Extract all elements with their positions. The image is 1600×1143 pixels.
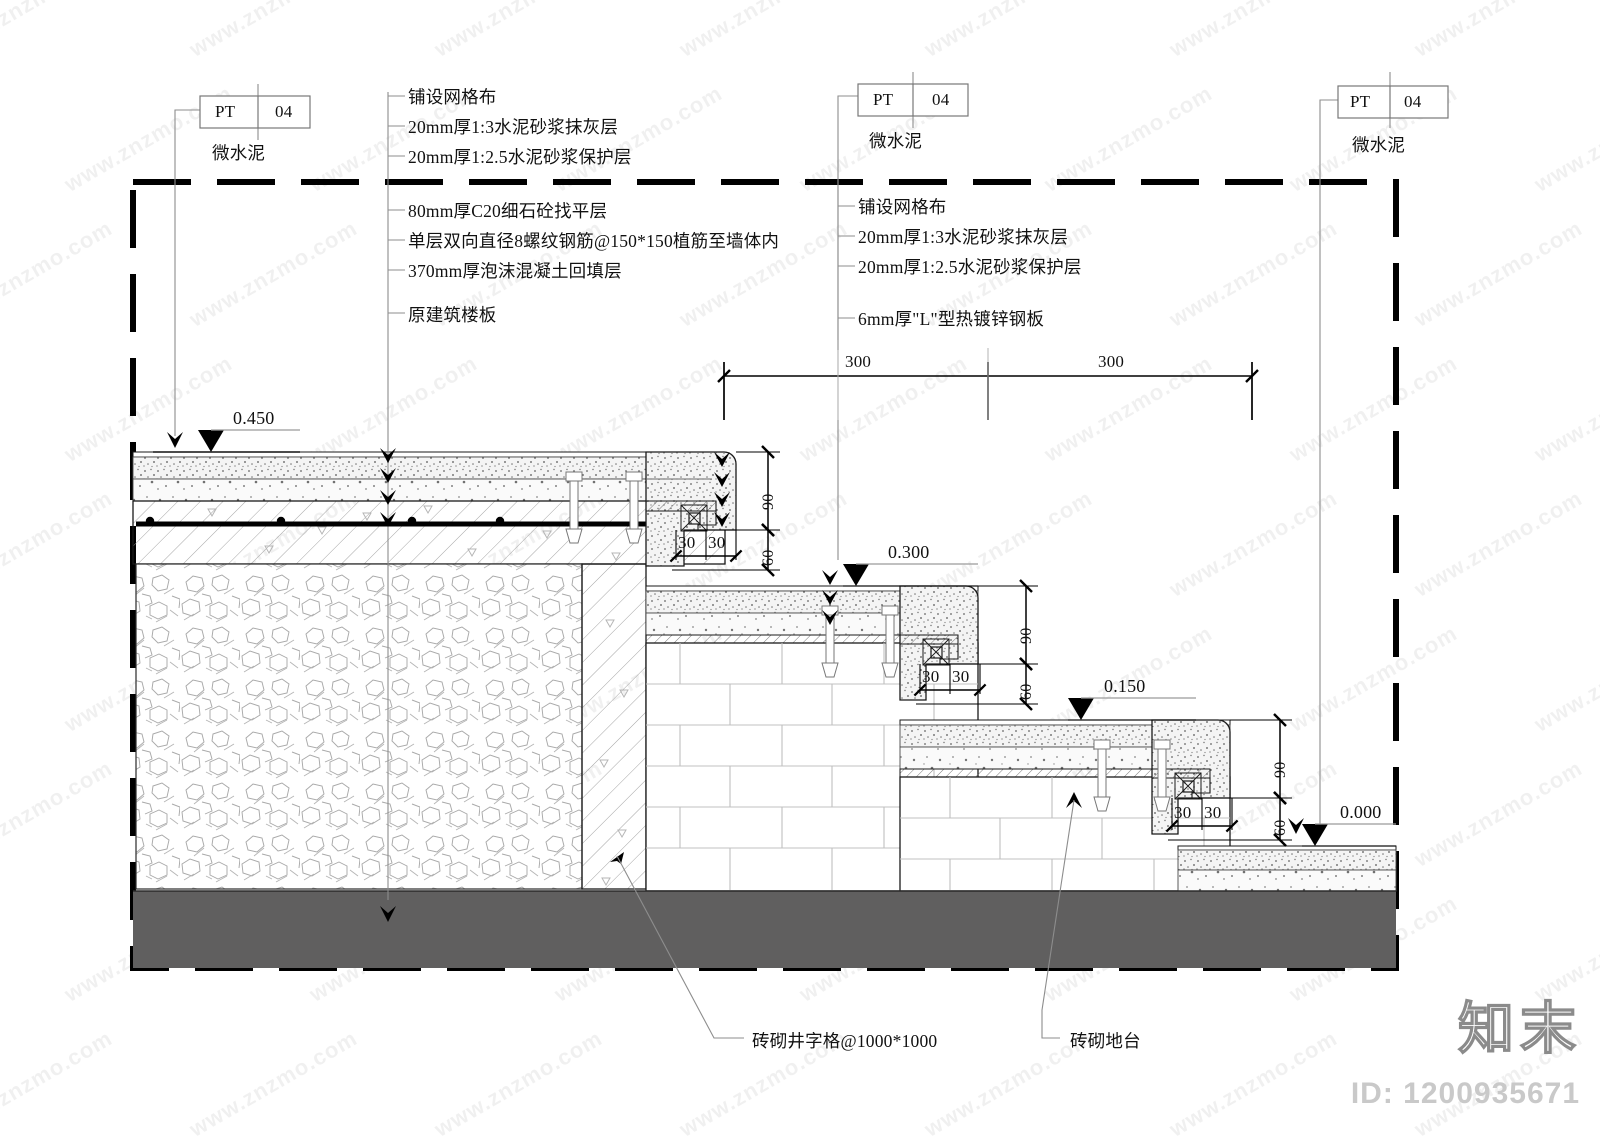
dim-30a-2: 30: [922, 667, 940, 686]
material-tag-num-1: 04: [275, 102, 293, 121]
riser-dimensions: [669, 445, 1292, 847]
existing-structural-slab: [133, 890, 1396, 968]
note-step-line-1: 铺设网格布: [858, 197, 947, 217]
material-tag-code-1: PT: [215, 102, 236, 121]
drawing-id-watermark: ID: 1200935671: [1350, 1077, 1580, 1110]
elevation-markers: [153, 429, 1396, 847]
note-left-line-5: 单层双向直径8螺纹钢筋@150*150植筋至墙体内: [408, 231, 780, 251]
note-step-line-4: 6mm厚"L"型热镀锌钢板: [858, 309, 1045, 329]
note-left-line-4: 80mm厚C20细石砼找平层: [408, 201, 608, 221]
dim-30b-1: 30: [708, 533, 726, 552]
material-tag-caption-1: 微水泥: [212, 143, 266, 163]
note-left-line-3: 20mm厚1:2.5水泥砂浆保护层: [408, 147, 632, 167]
dim-30b-3: 30: [1204, 803, 1222, 822]
dim-nose-2: 60: [1018, 683, 1035, 700]
material-tag-boxes: [199, 83, 1449, 129]
site-brand-watermark: 知末: [1457, 996, 1582, 1060]
note-left-line-2: 20mm厚1:3水泥砂浆抹灰层: [408, 117, 619, 137]
material-tag-caption-3: 微水泥: [1352, 135, 1406, 155]
upper-floor-assembly: [132, 451, 726, 890]
material-tag-code-2: PT: [873, 90, 894, 109]
dim-nose-3: 60: [1272, 819, 1289, 836]
dim-riser-3: 90: [1272, 761, 1289, 778]
material-tag-num-2: 04: [932, 90, 950, 109]
dim-riser-2: 90: [1018, 627, 1035, 644]
dim-riser-1: 90: [760, 493, 777, 510]
elevation-0150: 0.150: [1104, 676, 1146, 696]
leader-lines: [174, 72, 1391, 900]
bottom-label-brick-platform: 砖砌地台: [1070, 1031, 1141, 1051]
note-left-line-7: 原建筑楼板: [408, 305, 497, 325]
dim-30a-1: 30: [678, 533, 696, 552]
elevation-0000: 0.000: [1340, 802, 1382, 822]
material-tag-code-3: PT: [1350, 92, 1371, 111]
dim-nose-1: 60: [760, 549, 777, 566]
note-left-line-1: 铺设网格布: [408, 87, 497, 107]
bottom-label-leaders: [616, 799, 1075, 1039]
note-step-line-3: 20mm厚1:2.5水泥砂浆保护层: [858, 257, 1082, 277]
elevation-0300: 0.300: [888, 542, 930, 562]
dim-run-2: 300: [1098, 352, 1125, 371]
run-dimension-chain: [717, 348, 1259, 420]
elevation-0450: 0.450: [233, 408, 275, 428]
dim-30a-3: 30: [1174, 803, 1192, 822]
material-tag-num-3: 04: [1404, 92, 1422, 111]
dim-30b-2: 30: [952, 667, 970, 686]
material-tag-caption-2: 微水泥: [869, 131, 923, 151]
note-left-line-6: 370mm厚泡沫混凝土回填层: [408, 261, 622, 281]
leader-arrowheads: [167, 432, 1304, 922]
bottom-label-brick-grid: 砖砌井字格@1000*1000: [752, 1031, 938, 1051]
dim-run-1: 300: [845, 352, 872, 371]
step-nose-1: [565, 451, 737, 567]
note-step-line-2: 20mm厚1:3水泥砂浆抹灰层: [858, 227, 1069, 247]
ground-level-assembly: [1177, 845, 1397, 892]
